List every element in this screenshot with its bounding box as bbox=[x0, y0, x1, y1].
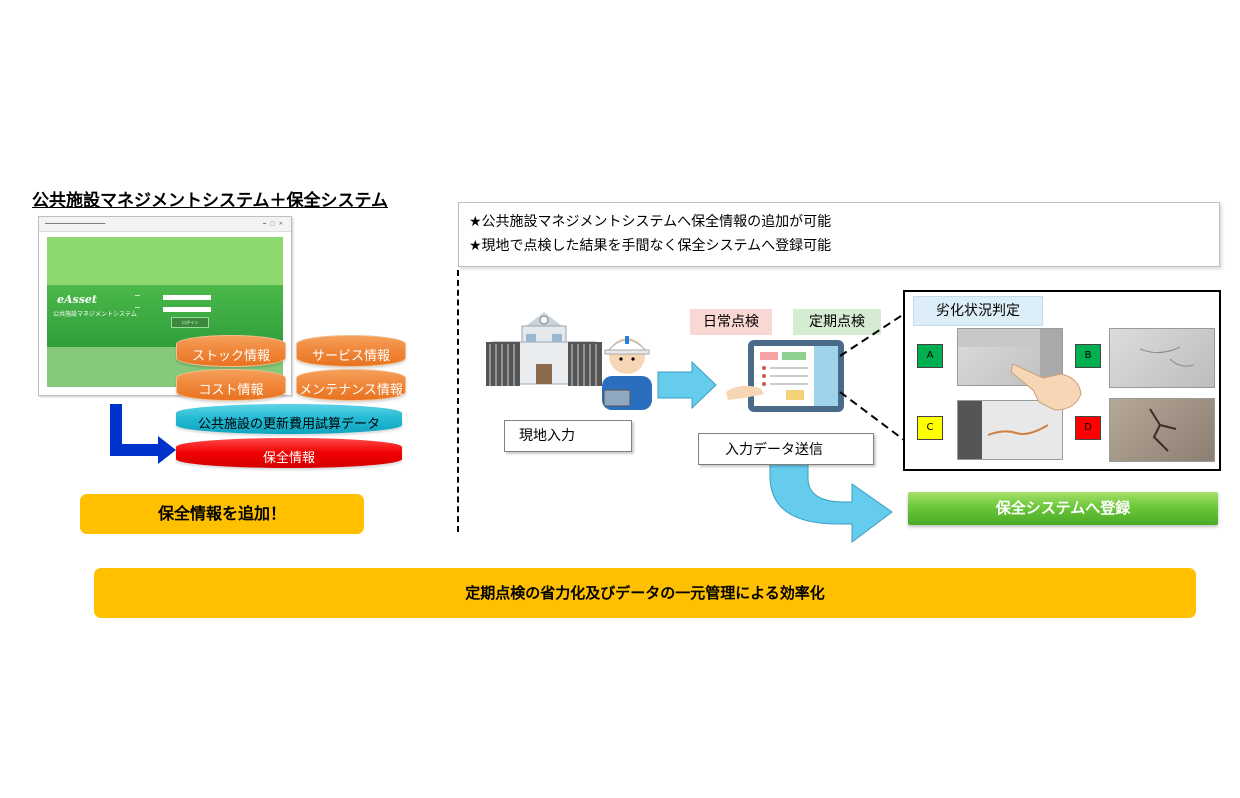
login-password-field[interactable] bbox=[163, 307, 211, 312]
cylinder-stock: ストック情報 bbox=[176, 335, 286, 367]
daily-inspection-label: 日常点検 bbox=[690, 309, 772, 335]
inspector-worker-icon bbox=[602, 336, 652, 410]
flow-arrow-to-tablet bbox=[657, 360, 717, 410]
cylinder-renewal-cost: 公共施設の更新費用試算データ bbox=[176, 404, 402, 434]
cylinder-cost: コスト情報 bbox=[176, 369, 286, 401]
add-arrow bbox=[110, 404, 176, 464]
note-line: ★現地で点検した結果を手間なく保全システムへ登録可能 bbox=[469, 238, 832, 254]
login-logo: eAsset bbox=[57, 293, 97, 306]
register-to-preservation-bar: 保全システムへ登録 bbox=[908, 492, 1218, 525]
pointing-hand-icon bbox=[1010, 363, 1082, 411]
zoom-connector-lines bbox=[839, 313, 905, 441]
login-button[interactable]: ログイン bbox=[171, 317, 209, 328]
section-divider bbox=[457, 270, 459, 532]
grade-b-badge: B bbox=[1075, 344, 1101, 368]
grade-a-badge: A bbox=[917, 344, 943, 368]
cylinder-service: サービス情報 bbox=[296, 335, 406, 367]
left-title: 公共施設マネジメントシステム＋保全システム bbox=[32, 191, 388, 211]
deterioration-judgement-panel: 劣化状況判定 A B C D bbox=[903, 290, 1221, 471]
photo-grade-d bbox=[1109, 398, 1215, 462]
tablet-icon[interactable] bbox=[724, 336, 848, 416]
cylinder-maintenance: メンテナンス情報 bbox=[296, 369, 406, 401]
photo-grade-c bbox=[957, 400, 1063, 460]
public-facility-icon bbox=[486, 312, 602, 386]
grade-c-badge: C bbox=[917, 416, 943, 440]
field-input-label: 現地入力 bbox=[504, 420, 632, 452]
window-titlebar: ━━━━━━━━━━━━━━━━━━━━━□✕ bbox=[39, 217, 291, 232]
photo-grade-a bbox=[957, 328, 1063, 386]
login-id-field[interactable] bbox=[163, 295, 211, 300]
judgement-title: 劣化状況判定 bbox=[913, 296, 1043, 326]
grade-d-badge: D bbox=[1075, 416, 1101, 440]
photo-grade-b bbox=[1109, 328, 1215, 388]
periodic-inspection-label: 定期点検 bbox=[793, 309, 881, 335]
login-system-name: 公共施設マネジメントシステム bbox=[53, 311, 137, 318]
send-data-label: 入力データ送信 bbox=[698, 433, 874, 465]
feature-notes: ★公共施設マネジメントシステムへ保全情報の追加が可能 ★現地で点検した結果を手間… bbox=[458, 202, 1220, 267]
add-preservation-banner: 保全情報を追加！ bbox=[80, 494, 364, 534]
note-line: ★公共施設マネジメントシステムへ保全情報の追加が可能 bbox=[469, 214, 832, 230]
send-data-arrow bbox=[769, 449, 893, 543]
efficiency-banner: 定期点検の省力化及びデータの一元管理による効率化 bbox=[94, 568, 1196, 618]
cylinder-preservation: 保全情報 bbox=[176, 438, 402, 468]
